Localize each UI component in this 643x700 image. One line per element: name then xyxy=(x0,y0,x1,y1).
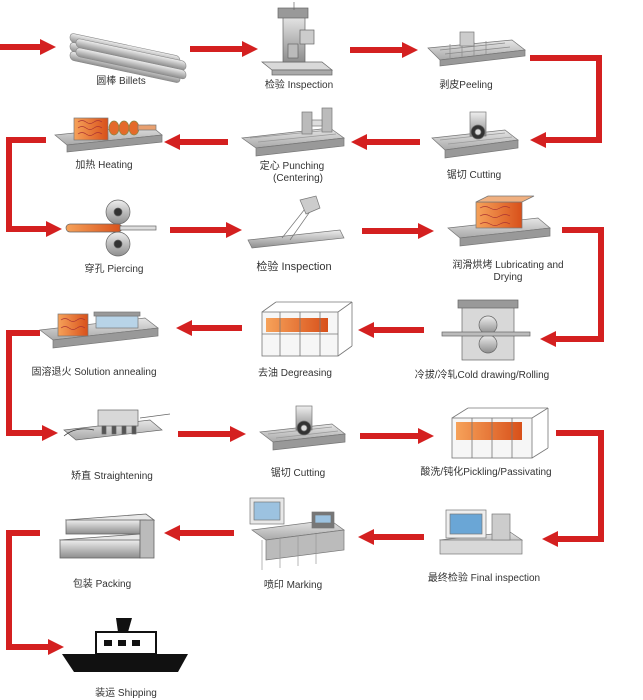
label-marking: 喷印 Marking xyxy=(263,580,323,591)
arrow-start xyxy=(0,39,56,55)
label-heating: 加热 Heating xyxy=(75,160,133,171)
marking-machine-illustration xyxy=(249,497,345,570)
arrow-heating-to-piercing xyxy=(6,137,62,237)
billets-illustration xyxy=(69,33,187,83)
flow-arrows xyxy=(0,39,604,655)
label-straightening: 矫直 Straightening xyxy=(71,471,153,482)
straightening-machine-illustration xyxy=(63,409,171,441)
punching-machine-illustration xyxy=(241,107,345,157)
label-punching: 定心 Punching xyxy=(259,161,325,172)
label-degreasing: 去油 Degreasing xyxy=(258,368,332,379)
arrow-lubricating-to-rolling xyxy=(540,227,604,347)
label-packing: 包装 Packing xyxy=(72,579,132,590)
tube-inspection-illustration xyxy=(247,195,345,249)
label-lubricating-2: Drying xyxy=(493,272,523,283)
cutting-machine-illustration xyxy=(431,111,519,159)
label-peeling: 剥皮Peeling xyxy=(439,80,493,91)
label-cutting-2: 锯切 Cutting xyxy=(270,468,326,479)
pickling-tank-illustration xyxy=(451,407,549,459)
cutting-machine-2-illustration xyxy=(259,405,346,451)
peeling-machine-illustration xyxy=(427,31,526,67)
arrow-inspection-to-lubricating xyxy=(362,223,434,239)
arrow-cutting-to-pickling xyxy=(360,428,434,444)
arrow-packing-to-shipping xyxy=(6,530,64,655)
degreasing-tank-illustration xyxy=(261,301,353,357)
label-pickling: 酸洗/钝化Pickling/Passivating xyxy=(420,467,552,478)
arrow-cutting-to-punching xyxy=(351,134,420,150)
label-billets: 圆棒 Billets xyxy=(96,76,146,87)
arrow-inspection-to-peeling xyxy=(350,42,418,58)
label-piercing: 穿孔 Piercing xyxy=(84,264,144,275)
label-shipping: 装运 Shipping xyxy=(95,688,157,699)
heating-furnace-illustration xyxy=(54,117,163,153)
arrow-degreasing-to-annealing xyxy=(176,320,242,336)
ship-illustration xyxy=(62,618,188,672)
arrow-pickling-to-final xyxy=(542,430,604,547)
label-annealing: 固溶退火 Solution annealing xyxy=(31,367,157,378)
label-cutting-1: 锯切 Cutting xyxy=(446,170,502,181)
lubricating-oven-illustration xyxy=(447,195,551,247)
arrow-billets-to-inspection xyxy=(190,41,258,57)
label-punching-2: (Centering) xyxy=(272,173,324,184)
arrow-annealing-to-straightening xyxy=(6,330,58,441)
arrow-punching-to-heating xyxy=(164,134,228,150)
annealing-furnace-illustration xyxy=(39,311,159,349)
label-final-inspection: 最终检验 Final inspection xyxy=(427,573,541,584)
arrow-straightening-to-cutting xyxy=(178,426,246,442)
piercing-illustration xyxy=(65,199,157,257)
arrow-peeling-to-cutting xyxy=(530,55,602,148)
label-lubricating: 润滑烘烤 Lubricating and xyxy=(452,260,564,271)
rolling-mill-illustration xyxy=(441,299,531,361)
label-inspection-1: 检验 Inspection xyxy=(264,80,334,91)
packing-boxes-illustration xyxy=(58,513,156,559)
arrow-marking-to-packing xyxy=(164,525,234,541)
final-inspection-machine-illustration xyxy=(439,509,523,555)
label-inspection-2: 检验 Inspection xyxy=(256,261,332,273)
arrow-final-to-marking xyxy=(358,529,424,545)
arrow-piercing-to-inspection xyxy=(170,222,242,238)
inspection-machine-illustration xyxy=(261,2,333,76)
arrow-rolling-to-degreasing xyxy=(358,322,424,338)
label-rolling: 冷拔/冷轧Cold drawing/Rolling xyxy=(414,370,550,381)
